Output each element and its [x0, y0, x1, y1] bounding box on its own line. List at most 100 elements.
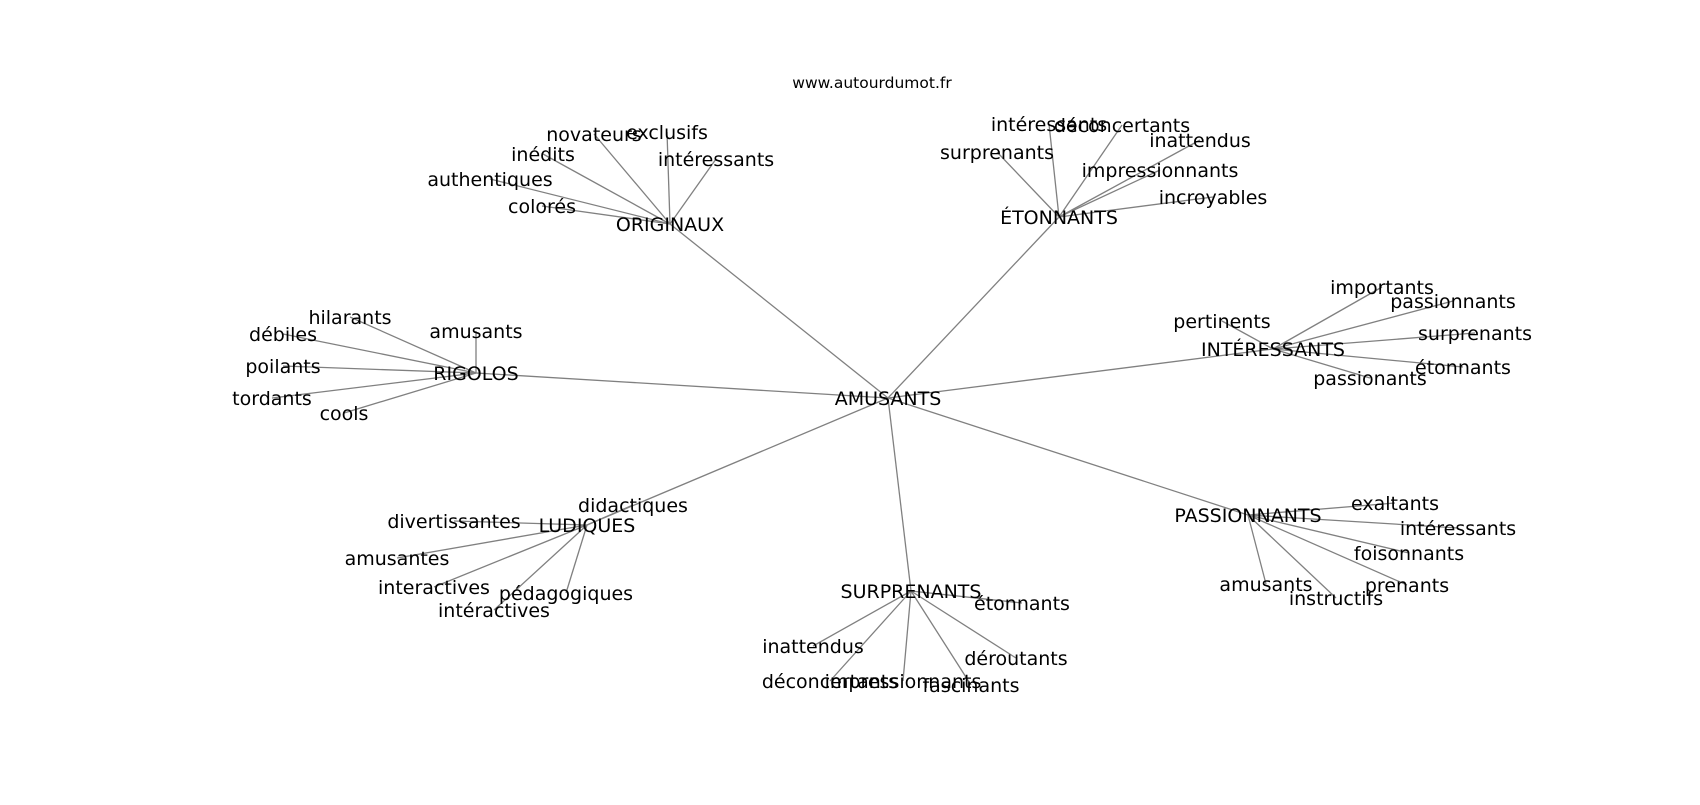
node-originaux-authentiques: authentiques: [427, 169, 552, 191]
edge-interessants-to-surprenants: [1272, 332, 1476, 350]
edge-etonnants-to-deconcertants: [1058, 124, 1123, 218]
edge-center-to-etonnants: [887, 216, 1060, 399]
edge-passionnants-to-prenants: [1247, 514, 1408, 586]
edge-ludiques-to-interactives-accent: [493, 524, 588, 611]
node-etonnants-incroyables: incroyables: [1159, 187, 1268, 209]
node-rigolos-hilarants: hilarants: [308, 307, 391, 329]
edge-surprenants-to-inattendus: [812, 590, 912, 647]
edge-surprenants-to-deconcertants: [829, 590, 912, 682]
node-ludiques-interactives-accent: intéractives: [438, 600, 550, 622]
edge-center-to-surprenants: [887, 397, 912, 592]
node-surprenants-etonnants: étonnants: [974, 593, 1070, 615]
node-etonnants-deconcertants: déconcertants: [1054, 115, 1190, 137]
node-interessants-passionants: passionants: [1313, 368, 1426, 390]
node-surprenants-fascinants: fascinants: [922, 675, 1019, 697]
edge-interessants-to-pertinents: [1221, 320, 1274, 350]
hub-node-interessants: INTÉRESSANTS: [1201, 338, 1345, 361]
edge-center-to-originaux: [669, 223, 889, 399]
node-interessants-importants: importants: [1330, 277, 1434, 299]
edge-rigolos-to-tordants: [271, 372, 477, 399]
node-passionnants-instructifs: instructifs: [1289, 588, 1383, 610]
hub-node-passionnants: PASSIONNANTS: [1174, 505, 1321, 527]
edge-interessants-to-passionnants: [1272, 300, 1454, 350]
node-interessants-etonnants: étonnants: [1415, 357, 1511, 379]
edge-etonnants-to-incroyables: [1058, 196, 1214, 218]
edge-passionnants-to-interessants: [1247, 514, 1459, 529]
hub-node-surprenants: SURPRENANTS: [841, 581, 982, 603]
node-rigolos-cools: cools: [320, 403, 369, 425]
graph-edges: [271, 123, 1476, 686]
node-surprenants-deroutants: déroutants: [964, 648, 1067, 670]
edge-ludiques-to-amusantes: [396, 524, 588, 559]
edge-passionnants-to-exaltants: [1247, 502, 1396, 516]
edge-surprenants-to-impressionnants: [902, 590, 912, 682]
node-surprenants-inattendus: inattendus: [762, 636, 864, 658]
edge-rigolos-to-poilants: [282, 365, 477, 374]
edge-center-to-ludiques: [586, 397, 889, 526]
edge-originaux-to-interessants: [669, 158, 717, 225]
edge-interessants-to-etonnants: [1272, 348, 1464, 368]
edge-surprenants-to-deroutants: [910, 590, 1017, 659]
node-interessants-passionnants: passionnants: [1390, 291, 1516, 313]
node-ludiques-pedagogiques: pédagogiques: [499, 583, 633, 605]
node-etonnants-interessants: intéressants: [991, 114, 1107, 136]
edge-center-to-interessants: [887, 348, 1274, 399]
edge-originaux-to-authentiques: [489, 178, 671, 225]
edge-center-to-passionnants: [887, 397, 1249, 516]
edge-originaux-to-colores: [541, 205, 671, 225]
node-etonnants-surprenants: surprenants: [940, 142, 1054, 164]
node-rigolos-debiles: débiles: [249, 324, 317, 346]
edge-rigolos-to-hilarants: [349, 316, 477, 374]
edge-rigolos-to-debiles: [282, 333, 477, 374]
node-originaux-interessants: intéressants: [658, 149, 774, 171]
node-originaux-colores: colorés: [508, 196, 576, 218]
node-interessants-pertinents: pertinents: [1173, 311, 1270, 333]
edge-surprenants-to-etonnants: [910, 590, 1023, 604]
edge-passionnants-to-amusants: [1247, 514, 1267, 585]
edge-etonnants-to-interessants: [1048, 123, 1060, 218]
edge-etonnants-to-impressionnants: [1058, 169, 1161, 218]
node-originaux-novateurs: novateurs: [546, 124, 641, 146]
hub-node-rigolos: RIGOLOS: [433, 363, 518, 385]
hub-node-originaux: ORIGINAUX: [616, 214, 724, 236]
edge-ludiques-to-divertissantes: [453, 520, 588, 526]
node-etonnants-impressionnants: impressionnants: [1082, 160, 1239, 182]
node-ludiques-didactiques: didactiques: [578, 495, 688, 517]
node-ludiques-interactives: interactives: [378, 577, 490, 599]
node-rigolos-amusants: amusants: [429, 321, 522, 343]
edge-rigolos-to-cools: [343, 372, 477, 414]
node-ludiques-amusantes: amusantes: [345, 548, 450, 570]
node-rigolos-poilants: poilants: [245, 356, 320, 378]
hub-node-etonnants: ÉTONNANTS: [1000, 206, 1118, 229]
edge-center-to-rigolos: [475, 372, 889, 399]
edge-originaux-to-inedits: [542, 153, 671, 225]
site-label: www.autourdumot.fr: [792, 74, 952, 92]
edge-passionnants-to-foisonnants: [1247, 514, 1410, 554]
node-originaux-inedits: inédits: [511, 144, 575, 166]
edge-interessants-to-passionants: [1272, 348, 1371, 379]
node-interessants-surprenants: surprenants: [1418, 323, 1532, 345]
edge-originaux-to-exclusifs: [666, 131, 671, 225]
node-passionnants-exaltants: exaltants: [1351, 493, 1439, 515]
edge-originaux-to-novateurs: [593, 133, 671, 225]
edge-etonnants-to-inattendus: [1058, 139, 1201, 218]
node-ludiques-divertissantes: divertissantes: [387, 511, 520, 533]
edge-passionnants-to-instructifs: [1247, 514, 1337, 599]
node-surprenants-impressionnants: impressionnants: [825, 671, 982, 693]
node-surprenants-deconcertants: déconcertants: [762, 671, 898, 693]
node-passionnants-amusants: amusants: [1219, 574, 1312, 596]
node-originaux-exclusifs: exclusifs: [626, 122, 708, 144]
hub-node-ludiques: LUDIQUES: [539, 515, 636, 537]
node-passionnants-foisonnants: foisonnants: [1354, 543, 1464, 565]
center-node-amusants: AMUSANTS: [835, 388, 942, 410]
node-rigolos-tordants: tordants: [232, 388, 312, 410]
edge-interessants-to-importants: [1272, 286, 1383, 350]
node-etonnants-inattendus: inattendus: [1149, 130, 1251, 152]
node-passionnants-interessants: intéressants: [1400, 518, 1516, 540]
edge-ludiques-to-didactiques: [586, 504, 634, 526]
edge-ludiques-to-interactives: [433, 524, 588, 588]
edge-ludiques-to-pedagogiques: [565, 524, 588, 594]
